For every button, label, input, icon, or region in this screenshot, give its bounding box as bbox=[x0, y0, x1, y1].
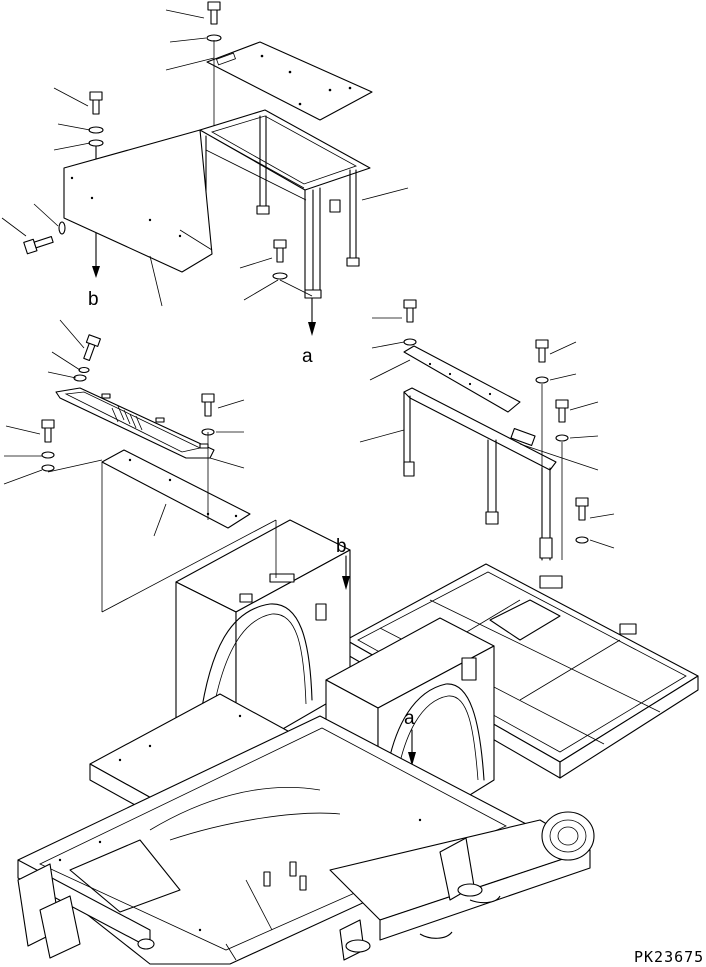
bolt-6 bbox=[201, 393, 215, 417]
bolt-10 bbox=[555, 399, 569, 423]
shroud-box bbox=[175, 519, 351, 757]
ref-label-a-bottom: a bbox=[404, 708, 415, 729]
drawing-code: PK23675 bbox=[634, 948, 704, 966]
top-cover-plate bbox=[206, 41, 373, 121]
bolt-8 bbox=[403, 299, 417, 323]
bolt-11 bbox=[575, 497, 589, 521]
bolt-5 bbox=[83, 334, 101, 361]
under-cover-plate bbox=[101, 449, 251, 529]
bolt-4 bbox=[273, 239, 287, 263]
top-cover-assembly: b a bbox=[1, 1, 409, 367]
top-strip-plate bbox=[403, 345, 521, 413]
side-cover-panel bbox=[63, 129, 213, 273]
track-roller bbox=[541, 811, 595, 861]
bolt-3 bbox=[23, 236, 54, 255]
ref-label-b-top: b bbox=[88, 289, 99, 310]
ref-label-b-bottom: b bbox=[336, 536, 347, 557]
bolt-2 bbox=[89, 91, 103, 115]
bolt-7 bbox=[41, 419, 55, 443]
right-bracket-assembly bbox=[359, 299, 615, 561]
ref-label-a-top: a bbox=[302, 346, 313, 367]
bracket-frame bbox=[403, 387, 557, 471]
bolt-9 bbox=[535, 339, 549, 363]
support-table-frame bbox=[196, 109, 371, 299]
left-bracket-assembly bbox=[3, 319, 277, 613]
bracket-plate bbox=[55, 387, 215, 459]
bolt-1 bbox=[207, 1, 221, 25]
main-frame: b a bbox=[17, 519, 699, 965]
